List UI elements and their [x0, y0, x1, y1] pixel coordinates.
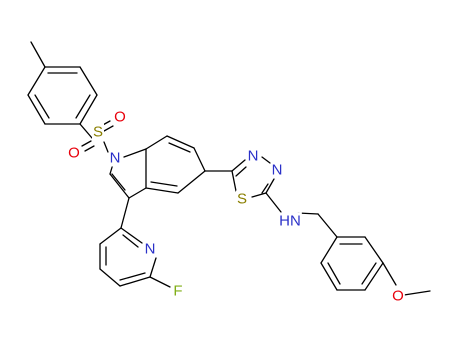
- atom-pyridine-n: N: [145, 241, 156, 258]
- atom-labels: S O O N N F N N S HN O: [67, 108, 405, 305]
- atom-thiadiazole-n1: N: [248, 148, 259, 165]
- atom-sulfonyl-o1: O: [114, 109, 126, 126]
- atom-fluorine: F: [173, 283, 182, 300]
- atom-thiadiazole-n2: N: [272, 162, 283, 179]
- atom-indole-n: N: [110, 150, 121, 167]
- atom-methoxy-o: O: [392, 288, 404, 305]
- atom-thiadiazole-s: S: [237, 191, 247, 208]
- atom-sulfonyl-s: S: [93, 124, 103, 141]
- bond-lines: [27, 41, 431, 296]
- atom-sulfonyl-o2: O: [68, 145, 80, 162]
- atom-amine-nh: HN: [279, 213, 301, 230]
